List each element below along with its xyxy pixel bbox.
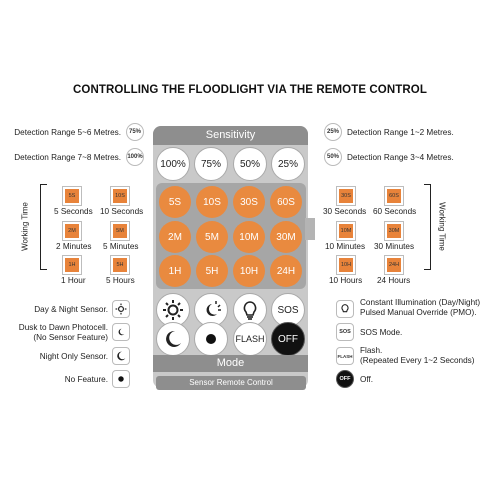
- time-30s-label: 30 Seconds: [323, 207, 367, 216]
- sensitivity-50-button[interactable]: 50%: [233, 147, 267, 181]
- time-5m-label: 5 Minutes: [103, 242, 139, 251]
- sun-moon-icon: [118, 328, 125, 336]
- time-2m-icon: 2M: [62, 221, 82, 241]
- sun-icon: [115, 303, 127, 315]
- time-10h-icon: 10H: [336, 255, 356, 275]
- time-30s-icon: 30S: [336, 186, 356, 206]
- time-10s-icon: 10S: [110, 186, 130, 206]
- bulb-icon: [243, 301, 257, 320]
- time-30m-icon: 30M: [384, 221, 404, 241]
- time-1h-icon: 1H: [62, 255, 82, 275]
- dot-icon: [118, 376, 124, 382]
- day-night-label: Day & Night Sensor.: [34, 305, 108, 314]
- time-1h-label: 1 Hour: [61, 276, 86, 285]
- time-60s-label: 60 Seconds: [373, 207, 417, 216]
- time-60s-icon: 60S: [384, 186, 404, 206]
- time-30m-button[interactable]: 30M: [270, 221, 302, 253]
- sensitivity-25-label: Detection Range 1~2 Metres.: [347, 128, 454, 137]
- sun-moon-icon: [206, 301, 221, 316]
- sensitivity-50-icon: 50%: [324, 148, 342, 166]
- no-feature-label: No Feature.: [64, 375, 108, 384]
- time-10s-button[interactable]: 10S: [196, 186, 228, 218]
- time-30m-label: 30 Minutes: [374, 242, 415, 251]
- time-24h-icon: 24H: [384, 255, 404, 275]
- time-2m-button[interactable]: 2M: [159, 221, 191, 253]
- mode-header: Mode: [153, 355, 308, 372]
- time-10m-label: 10 Minutes: [325, 242, 366, 251]
- dusk-dawn-label: Dusk to Dawn Photocell.: [18, 323, 108, 332]
- time-5h-label: 5 Hours: [106, 276, 135, 285]
- sensitivity-75-button[interactable]: 75%: [194, 147, 228, 181]
- time-5s-icon: 5S: [62, 186, 82, 206]
- time-1h-button[interactable]: 1H: [159, 255, 191, 287]
- sensitivity-75-label: Detection Range 5~6 Metres.: [14, 128, 121, 137]
- left-working-time-label: Working Time: [20, 202, 30, 251]
- day-night-small-icon: [112, 300, 130, 318]
- time-5h-icon: 5H: [110, 255, 130, 275]
- sensitivity-25-icon: 25%: [324, 123, 342, 141]
- moon-icon: [166, 330, 181, 347]
- time-24h-button[interactable]: 24H: [270, 255, 302, 287]
- constant-illumination-small-icon: [336, 300, 354, 318]
- sensitivity-25-button[interactable]: 25%: [271, 147, 305, 181]
- remote-side-tab: [305, 218, 315, 240]
- time-10h-button[interactable]: 10H: [233, 255, 265, 287]
- dusk-dawn-small-icon: [112, 323, 130, 341]
- off-button[interactable]: OFF: [271, 322, 305, 356]
- sensitivity-header: Sensitivity: [153, 126, 308, 145]
- no-feature-mode-button[interactable]: [194, 322, 228, 356]
- time-30s-button[interactable]: 30S: [233, 186, 265, 218]
- sensitivity-100-icon: 100%: [126, 148, 144, 166]
- sun-icon: [163, 300, 183, 320]
- sensitivity-75-icon: 75%: [126, 123, 144, 141]
- flash-mode-button[interactable]: FLASH: [233, 322, 267, 356]
- time-10m-icon: 10M: [336, 221, 356, 241]
- bulb-icon: [341, 304, 349, 313]
- flash-label: Flash.: [360, 346, 383, 355]
- sos-label: SOS Mode.: [360, 328, 403, 337]
- no-feature-small-icon: [112, 370, 130, 388]
- time-5m-icon: 5M: [110, 221, 130, 241]
- night-only-label: Night Only Sensor.: [39, 352, 108, 361]
- time-5h-button[interactable]: 5H: [196, 255, 228, 287]
- time-5m-button[interactable]: 5M: [196, 221, 228, 253]
- time-10h-label: 10 Hours: [329, 276, 363, 285]
- time-5s-button[interactable]: 5S: [159, 186, 191, 218]
- page-title: CONTROLLING THE FLOODLIGHT VIA THE REMOT…: [73, 84, 427, 96]
- moon-icon: [117, 351, 126, 361]
- time-5s-label: 5 Seconds: [54, 207, 93, 216]
- night-only-small-icon: [112, 347, 130, 365]
- remote-footer-label: Sensor Remote Control: [156, 376, 306, 390]
- flash-sublabel: (Repeated Every 1~2 Seconds): [360, 356, 475, 365]
- time-24h-label: 24 Hours: [377, 276, 411, 285]
- left-time-bracket: [40, 184, 47, 270]
- time-10s-label: 10 Seconds: [100, 207, 144, 216]
- dusk-dawn-mode-button[interactable]: [194, 293, 228, 327]
- time-60s-button[interactable]: 60S: [270, 186, 302, 218]
- off-label: Off.: [360, 375, 374, 384]
- time-10m-button[interactable]: 10M: [233, 221, 265, 253]
- pmo-label: Pulsed Manual Override (PMO).: [360, 308, 477, 317]
- sensitivity-50-label: Detection Range 3~4 Metres.: [347, 153, 454, 162]
- sos-small-icon: SOS: [336, 323, 354, 341]
- time-2m-label: 2 Minutes: [56, 242, 92, 251]
- constant-illumination-label: Constant Illumination (Day/Night): [360, 298, 481, 307]
- dusk-dawn-sublabel: (No Sensor Feature): [33, 333, 108, 342]
- dot-icon: [206, 334, 216, 344]
- flash-small-icon: FLASH: [336, 347, 354, 365]
- right-time-bracket: [424, 184, 431, 270]
- night-only-mode-button[interactable]: [156, 322, 190, 356]
- right-working-time-label: Working Time: [437, 202, 447, 251]
- sensitivity-100-button[interactable]: 100%: [156, 147, 190, 181]
- constant-illumination-button[interactable]: [233, 293, 267, 327]
- sensitivity-100-label: Detection Range 7~8 Metres.: [14, 153, 121, 162]
- off-small-icon: OFF: [336, 370, 354, 388]
